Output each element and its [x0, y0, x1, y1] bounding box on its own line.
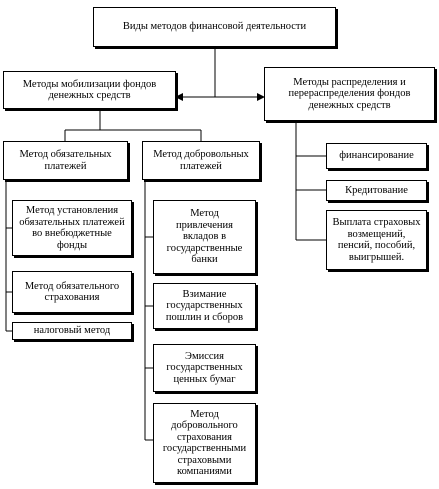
- diagram-title: Виды методов финансовой деятельности: [93, 7, 336, 47]
- voluntary-payments-method: Метод добровольных платежей: [142, 141, 260, 180]
- mandatory-item-extrabudgetary-funds: Метод установления обязательных платежей…: [12, 200, 132, 256]
- mobilization-methods: Методы мобилизации фондов денежных средс…: [3, 71, 176, 109]
- voluntary-item-securities-emission: Эмиссия государственных ценных бумаг: [153, 344, 256, 392]
- mandatory-item-tax-method: налоговый метод: [12, 322, 132, 340]
- voluntary-item-bank-deposits: Метод привлечения вкладов в государствен…: [153, 200, 256, 274]
- voluntary-item-duties-and-fees: Взимание государственных пошлин и сборов: [153, 283, 256, 329]
- distribution-methods: Методы распределения и перераспределения…: [264, 67, 435, 121]
- distribution-item-insurance-payouts: Выплата страховых возмещений, пенсий, по…: [326, 210, 427, 270]
- mandatory-payments-method: Метод обязательных платежей: [3, 141, 128, 180]
- mandatory-item-insurance: Метод обязательного страхования: [12, 271, 132, 313]
- distribution-item-crediting: Кредитование: [326, 180, 427, 201]
- distribution-item-financing: финансирование: [326, 143, 427, 169]
- voluntary-item-voluntary-insurance: Метод добровольного страхования государс…: [153, 403, 256, 483]
